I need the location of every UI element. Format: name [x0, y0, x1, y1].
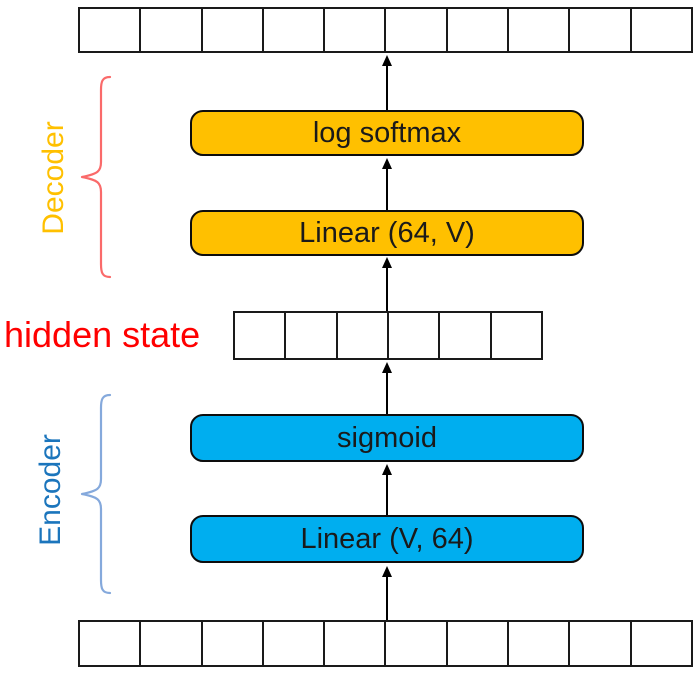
decoder-brace-path	[80, 75, 112, 279]
vector-cell	[386, 9, 448, 51]
sigmoid-label: sigmoid	[337, 421, 437, 454]
arrow-shaft	[386, 166, 388, 210]
vector-cell	[509, 9, 571, 51]
encoder-label: Encoder	[34, 434, 67, 546]
arrow-up-sigmoid-to-hidden	[380, 362, 394, 414]
arrow-shaft	[386, 574, 388, 620]
vector-cell	[570, 622, 632, 665]
log-softmax-box: log softmax	[190, 110, 584, 156]
vector-cell	[235, 313, 287, 358]
vector-cell	[203, 622, 264, 665]
encoder-brace-path	[80, 393, 112, 595]
output-vector-row	[78, 7, 693, 53]
hidden-state-label: hidden state	[4, 314, 201, 355]
vector-cell	[325, 622, 387, 665]
arrowhead-icon	[382, 566, 392, 577]
log-softmax-label: log softmax	[312, 116, 462, 149]
vector-cell	[440, 313, 492, 358]
vector-cell	[264, 622, 326, 665]
vector-cell	[141, 9, 203, 51]
arrowhead-icon	[382, 158, 392, 169]
arrow-up-hidden-to-linear64v	[380, 257, 394, 311]
vector-cell	[286, 313, 338, 358]
vector-cell	[386, 622, 448, 665]
decoder-curly-brace	[80, 75, 112, 279]
arrowhead-icon	[382, 257, 392, 268]
arrow-up-softmax-to-output	[380, 55, 394, 110]
vector-cell	[264, 9, 326, 51]
arrow-up-linearv64-to-sigmoid	[380, 464, 394, 515]
vector-cell	[80, 622, 142, 665]
vector-cell	[492, 313, 541, 358]
vector-cell	[509, 622, 571, 665]
vector-cell	[325, 9, 387, 51]
arrow-shaft	[386, 370, 388, 414]
arrow-shaft	[386, 63, 388, 110]
decoder-label: Decoder	[37, 121, 70, 235]
vector-cell	[141, 622, 203, 665]
arrowhead-icon	[382, 55, 392, 66]
linear-64-v-label: Linear (64, V)	[299, 216, 475, 249]
vector-cell	[80, 9, 142, 51]
vector-cell	[632, 9, 691, 51]
arrowhead-icon	[382, 464, 392, 475]
vector-cell	[570, 9, 632, 51]
vector-cell	[632, 622, 691, 665]
hidden-state-row	[233, 311, 543, 360]
input-vector-row	[78, 620, 693, 667]
vector-cell	[203, 9, 264, 51]
vector-cell	[448, 622, 510, 665]
sigmoid-box: sigmoid	[190, 414, 584, 462]
linear-64-v-box: Linear (64, V)	[190, 210, 584, 256]
encoder-curly-brace	[80, 393, 112, 595]
linear-v-64-box: Linear (V, 64)	[190, 515, 584, 563]
linear-v-64-label: Linear (V, 64)	[300, 522, 474, 555]
arrow-shaft	[386, 265, 388, 311]
vector-cell	[448, 9, 510, 51]
arrow-up-input-to-linearv64	[380, 566, 394, 620]
arrowhead-icon	[382, 362, 392, 373]
arrow-shaft	[386, 472, 388, 515]
arrow-up-linear64v-to-softmax	[380, 158, 394, 210]
vector-cell	[389, 313, 441, 358]
vector-cell	[338, 313, 389, 358]
